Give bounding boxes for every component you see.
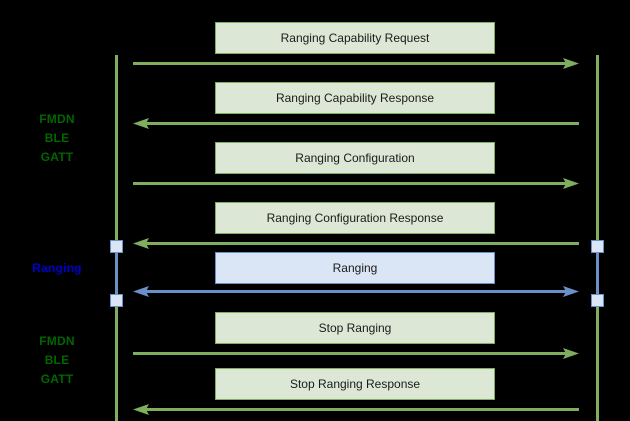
message-arrow-ranging-capability-request (133, 58, 579, 69)
message-box-stop-ranging: Stop Ranging (215, 312, 495, 344)
activation-node-right-start (591, 240, 604, 253)
message-arrow-ranging-capability-response (133, 118, 579, 129)
lifeline-right (596, 55, 599, 421)
activation-node-right-end (591, 294, 604, 307)
message-arrow-stop-ranging-response (133, 404, 579, 415)
message-box-stop-ranging-response: Stop Ranging Response (215, 368, 495, 400)
message-box-ranging-configuration-response: Ranging Configuration Response (215, 202, 495, 234)
lifeline-left (115, 55, 118, 421)
message-box-ranging: Ranging (215, 252, 495, 284)
message-arrow-ranging-configuration (133, 178, 579, 189)
message-box-ranging-capability-response: Ranging Capability Response (215, 82, 495, 114)
message-arrow-ranging (133, 286, 579, 297)
message-box-ranging-capability-request: Ranging Capability Request (215, 22, 495, 54)
activation-node-left-end (110, 294, 123, 307)
phase-label-ranging: Ranging (32, 261, 82, 275)
phase-label-fmdn-ble-gatt-top: FMDN BLE GATT (39, 112, 75, 164)
message-arrow-stop-ranging (133, 348, 579, 359)
phase-label-fmdn-ble-gatt-bottom: FMDN BLE GATT (39, 334, 75, 386)
activation-bar-right (596, 243, 599, 303)
activation-bar-left (115, 243, 118, 303)
activation-node-left-start (110, 240, 123, 253)
message-box-ranging-configuration: Ranging Configuration (215, 142, 495, 174)
message-arrow-ranging-configuration-response (133, 238, 579, 249)
